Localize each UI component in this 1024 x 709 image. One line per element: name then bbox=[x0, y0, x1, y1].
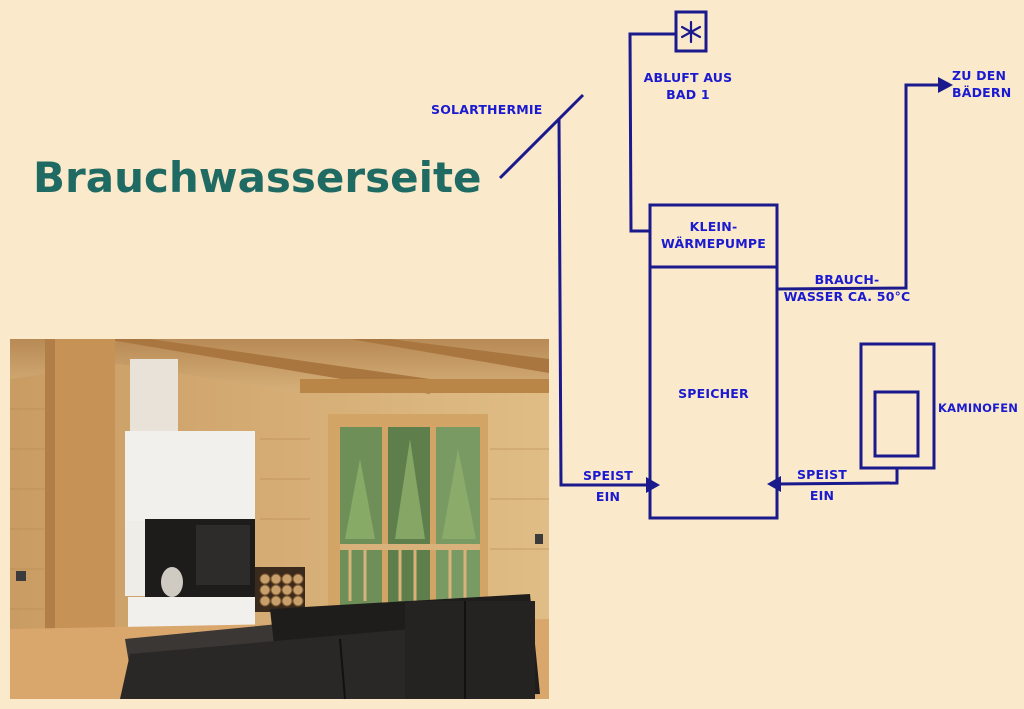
label-brauch-line1: BRAUCH- bbox=[814, 272, 880, 287]
label-speicher: SPEICHER bbox=[678, 386, 749, 401]
fan-icon bbox=[680, 20, 702, 44]
solar-collector-line bbox=[498, 93, 585, 180]
label-speist-ein-right: SPEIST EIN bbox=[790, 466, 854, 504]
storage-tank bbox=[648, 203, 779, 520]
solar-pipe bbox=[557, 117, 652, 487]
label-kleinwp-line2: WÄRMEPUMPE bbox=[661, 236, 766, 251]
label-kleinwp-line1: KLEIN- bbox=[689, 219, 738, 234]
label-speist-left-line2: EIN bbox=[595, 489, 621, 504]
arrow-head-icon bbox=[767, 476, 781, 492]
label-abluft-line2: BAD 1 bbox=[666, 87, 710, 102]
fan-box bbox=[674, 10, 708, 53]
stove-feed-pipe bbox=[774, 468, 899, 486]
hot-water-pipe bbox=[776, 83, 948, 291]
label-zu-den-baedern: ZU DEN BÄDERN bbox=[952, 67, 1011, 101]
label-speist-left-line1: SPEIST bbox=[582, 468, 634, 483]
label-zu-den-line2: BÄDERN bbox=[952, 85, 1012, 100]
exhaust-air-pipe bbox=[628, 32, 676, 233]
label-speist-right-line2: EIN bbox=[809, 488, 835, 503]
label-abluft: ABLUFT AUS BAD 1 bbox=[636, 69, 740, 103]
stove-door bbox=[873, 390, 920, 458]
label-zu-den-line1: ZU DEN bbox=[952, 68, 1007, 83]
arrow-head-icon bbox=[938, 77, 953, 93]
interior-illustration bbox=[10, 339, 549, 699]
label-solarthermie: SOLARTHERMIE bbox=[431, 102, 543, 117]
label-abluft-line1: ABLUFT AUS bbox=[643, 70, 733, 85]
label-speist-right-line1: SPEIST bbox=[796, 467, 848, 482]
label-kaminofen: KAMINOFEN bbox=[938, 401, 1019, 415]
stove-outer bbox=[859, 342, 936, 470]
label-brauch-line2: WASSER CA. 50°C bbox=[783, 289, 911, 304]
interior-photo bbox=[10, 339, 549, 699]
label-speist-ein-left: SPEIST EIN bbox=[576, 467, 640, 505]
page-title: Brauchwasserseite bbox=[33, 153, 482, 202]
label-brauchwasser: BRAUCH- WASSER CA. 50°C bbox=[778, 271, 916, 305]
arrow-head-icon bbox=[646, 477, 660, 493]
label-klein-waermepumpe: KLEIN- WÄRMEPUMPE bbox=[650, 218, 777, 252]
